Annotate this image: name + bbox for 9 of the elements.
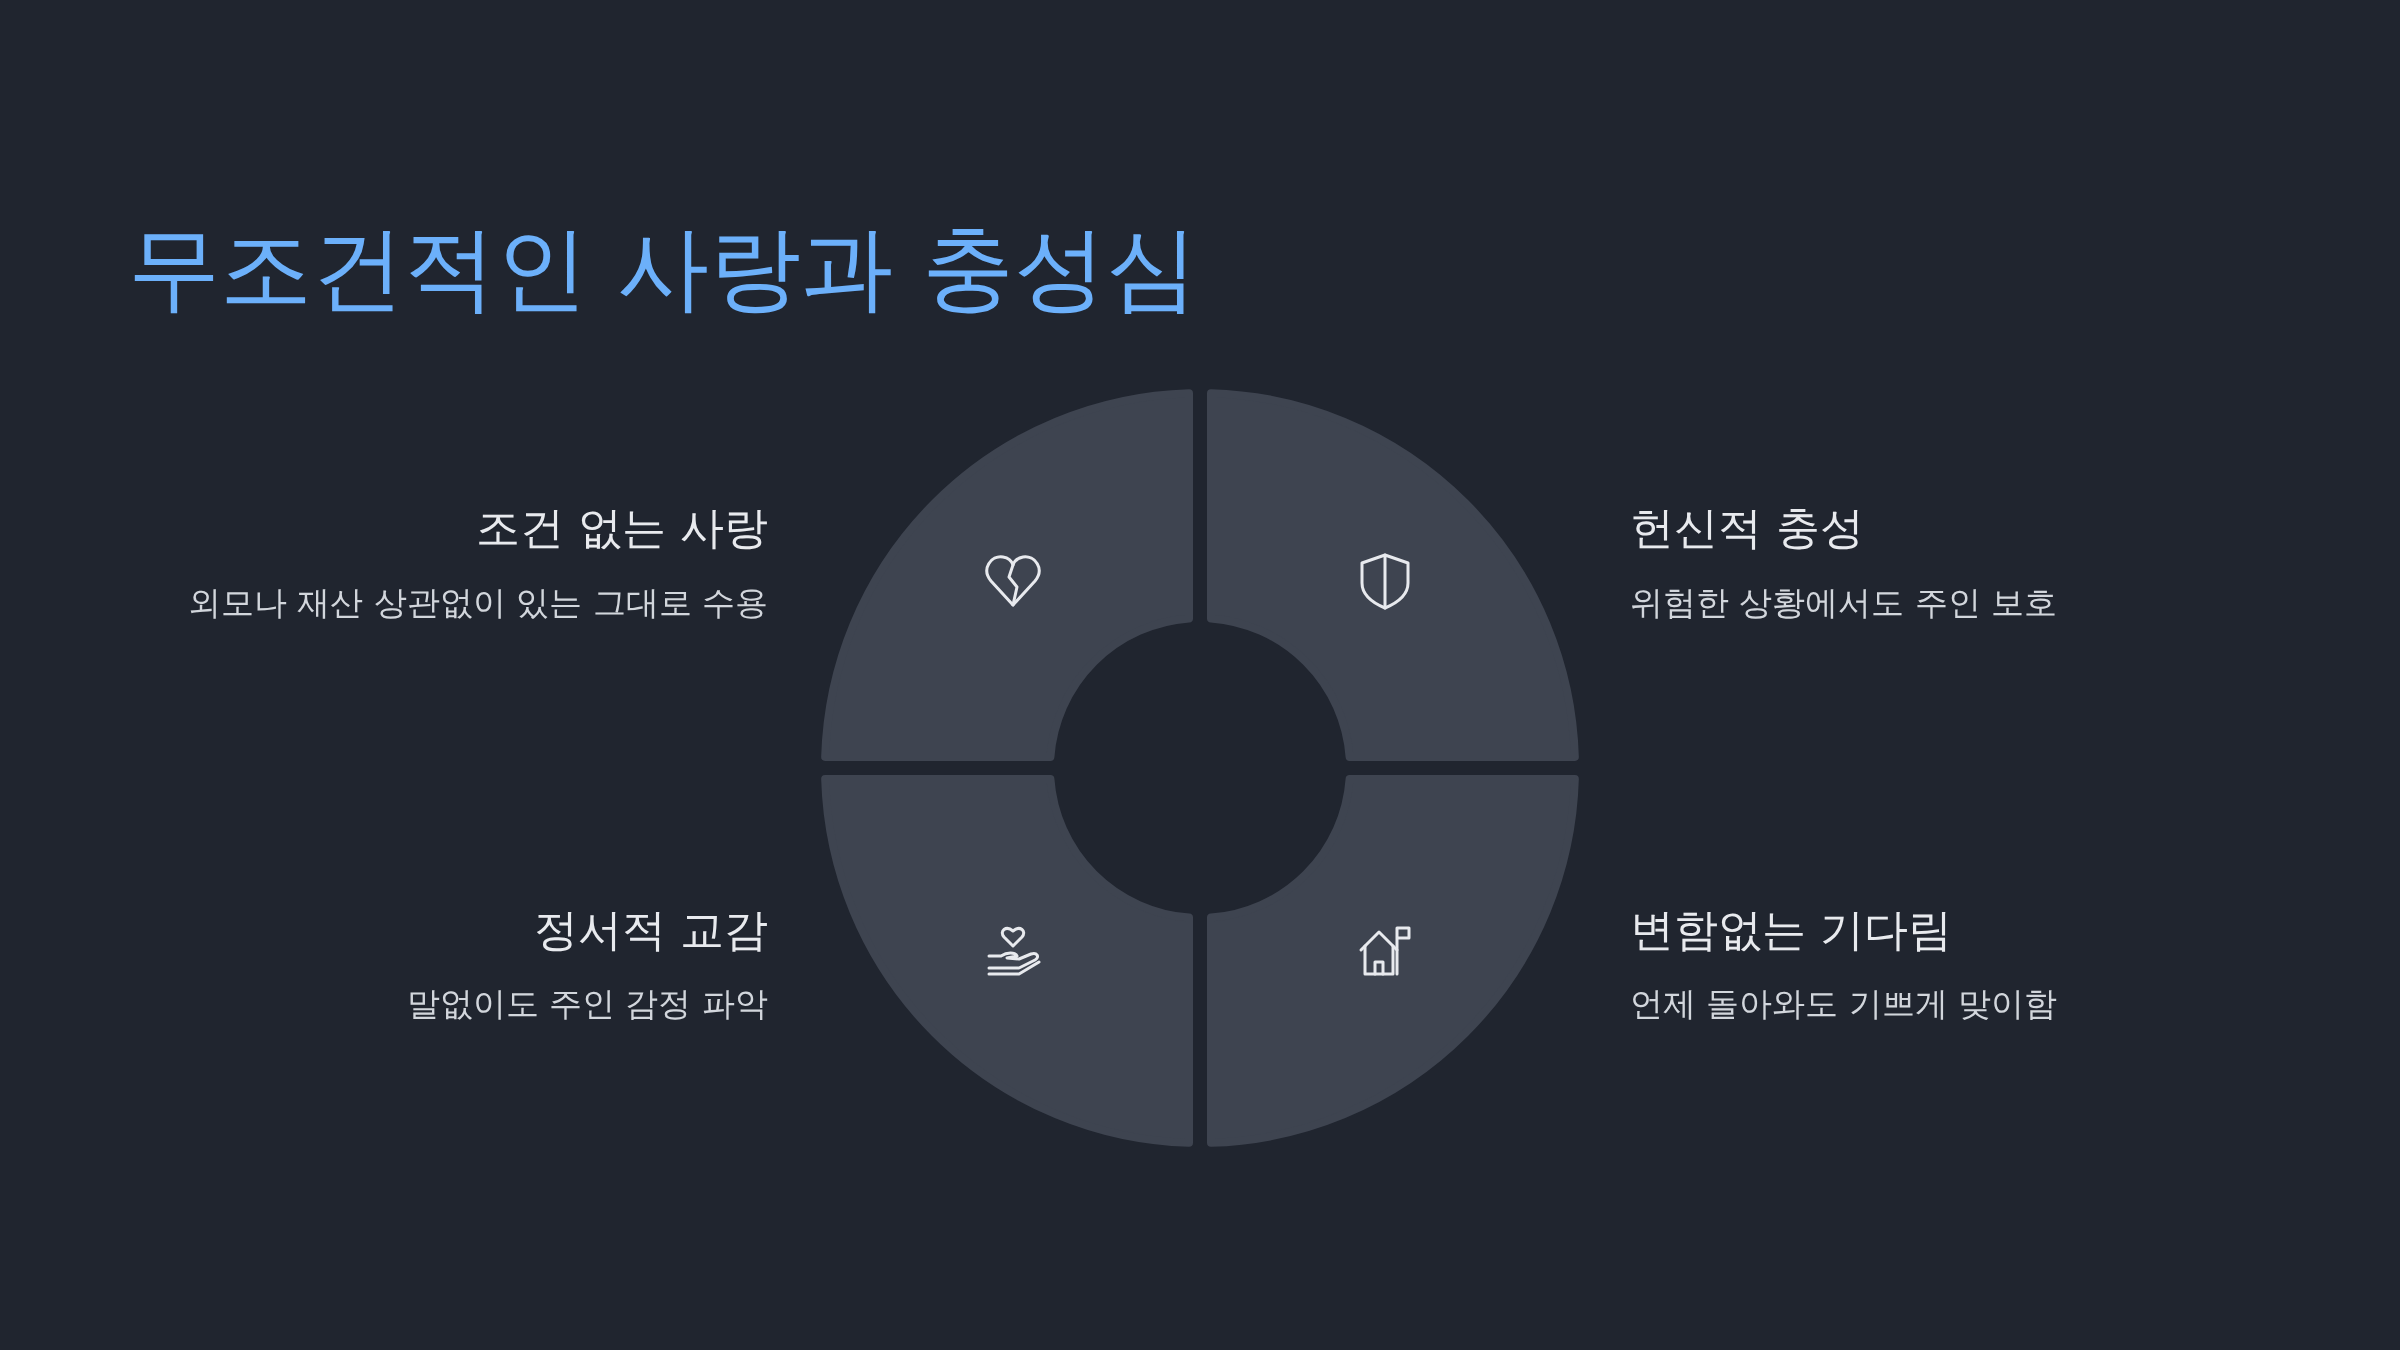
heading: 헌신적 충성: [1630, 500, 1864, 555]
heading: 조건 없는 사랑: [476, 500, 768, 555]
heading: 정서적 교감: [534, 902, 768, 957]
description-text: 외모나 재산 상관없이 있는 그대로 수용: [187, 582, 768, 625]
description-text: 언제 돌아와도 기쁘게 맞이함: [1630, 983, 2058, 1026]
description-text: 말없이도 주인 감정 파악: [406, 983, 768, 1026]
description-text: 위험한 상황에서도 주인 보호: [1630, 582, 2058, 625]
title: 무조건적인 사랑과 충성심: [128, 213, 1199, 324]
heading: 변함없는 기다림: [1630, 902, 1952, 957]
